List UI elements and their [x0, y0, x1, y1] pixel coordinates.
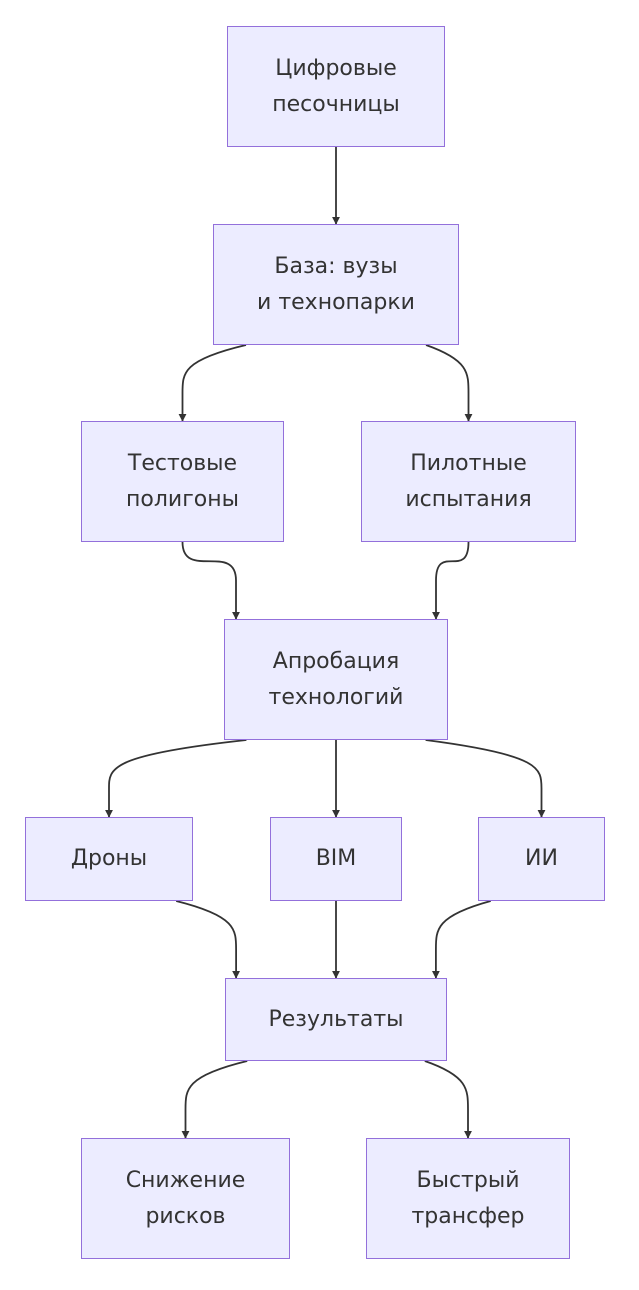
edge-drones-to-results	[175, 900, 241, 979]
node-label-line: полигоны	[126, 486, 239, 512]
node-label-line: ИИ	[525, 846, 558, 871]
node-label-line: Пилотные	[410, 450, 527, 476]
edge-ai-to-results	[431, 900, 491, 979]
edge-base-to-pilots	[425, 344, 473, 422]
edge-approbation-to-drones	[105, 739, 247, 818]
node-label-line: Результаты	[268, 1006, 404, 1032]
node-label-line: рисков	[145, 1203, 226, 1229]
node-pilot-trials: Пилотные испытания	[361, 421, 576, 542]
edge-polygons-to-approbation	[181, 541, 240, 620]
node-label-line: технологий	[268, 684, 404, 710]
node-label-line: и технопарки	[257, 289, 415, 315]
edge-pilots-to-approbation	[432, 541, 470, 620]
node-label-line: испытания	[405, 486, 532, 512]
node-label-line: База: вузы	[274, 253, 398, 279]
node-risk-reduction: Снижение рисков	[81, 1138, 290, 1259]
node-label-line: Апробация	[272, 648, 400, 674]
node-label-line: Дроны	[70, 846, 148, 871]
node-label-line: Цифровые	[275, 55, 397, 81]
node-base-universities: База: вузы и технопарки	[213, 224, 459, 345]
node-technology-approbation: Апробация технологий	[224, 619, 448, 740]
edge-results-to-risk	[181, 1060, 248, 1139]
node-fast-transfer: Быстрый трансфер	[366, 1138, 570, 1259]
node-label-line: Быстрый	[416, 1167, 520, 1193]
node-label-line: песочницы	[272, 91, 400, 117]
node-label-line: Тестовые	[127, 450, 238, 476]
node-drones: Дроны	[25, 817, 193, 901]
node-label-line: BIM	[315, 846, 357, 871]
node-label-line: Снижение	[125, 1167, 246, 1193]
node-ai: ИИ	[478, 817, 605, 901]
edge-base-to-polygons	[178, 344, 247, 422]
edge-results-to-transfer	[424, 1060, 472, 1139]
node-test-polygons: Тестовые полигоны	[81, 421, 284, 542]
node-results: Результаты	[225, 978, 447, 1061]
node-digital-sandboxes: Цифровые песочницы	[227, 26, 445, 147]
edge-approbation-to-ai	[425, 739, 546, 818]
node-label-line: трансфер	[411, 1203, 525, 1229]
node-bim: BIM	[270, 817, 402, 901]
